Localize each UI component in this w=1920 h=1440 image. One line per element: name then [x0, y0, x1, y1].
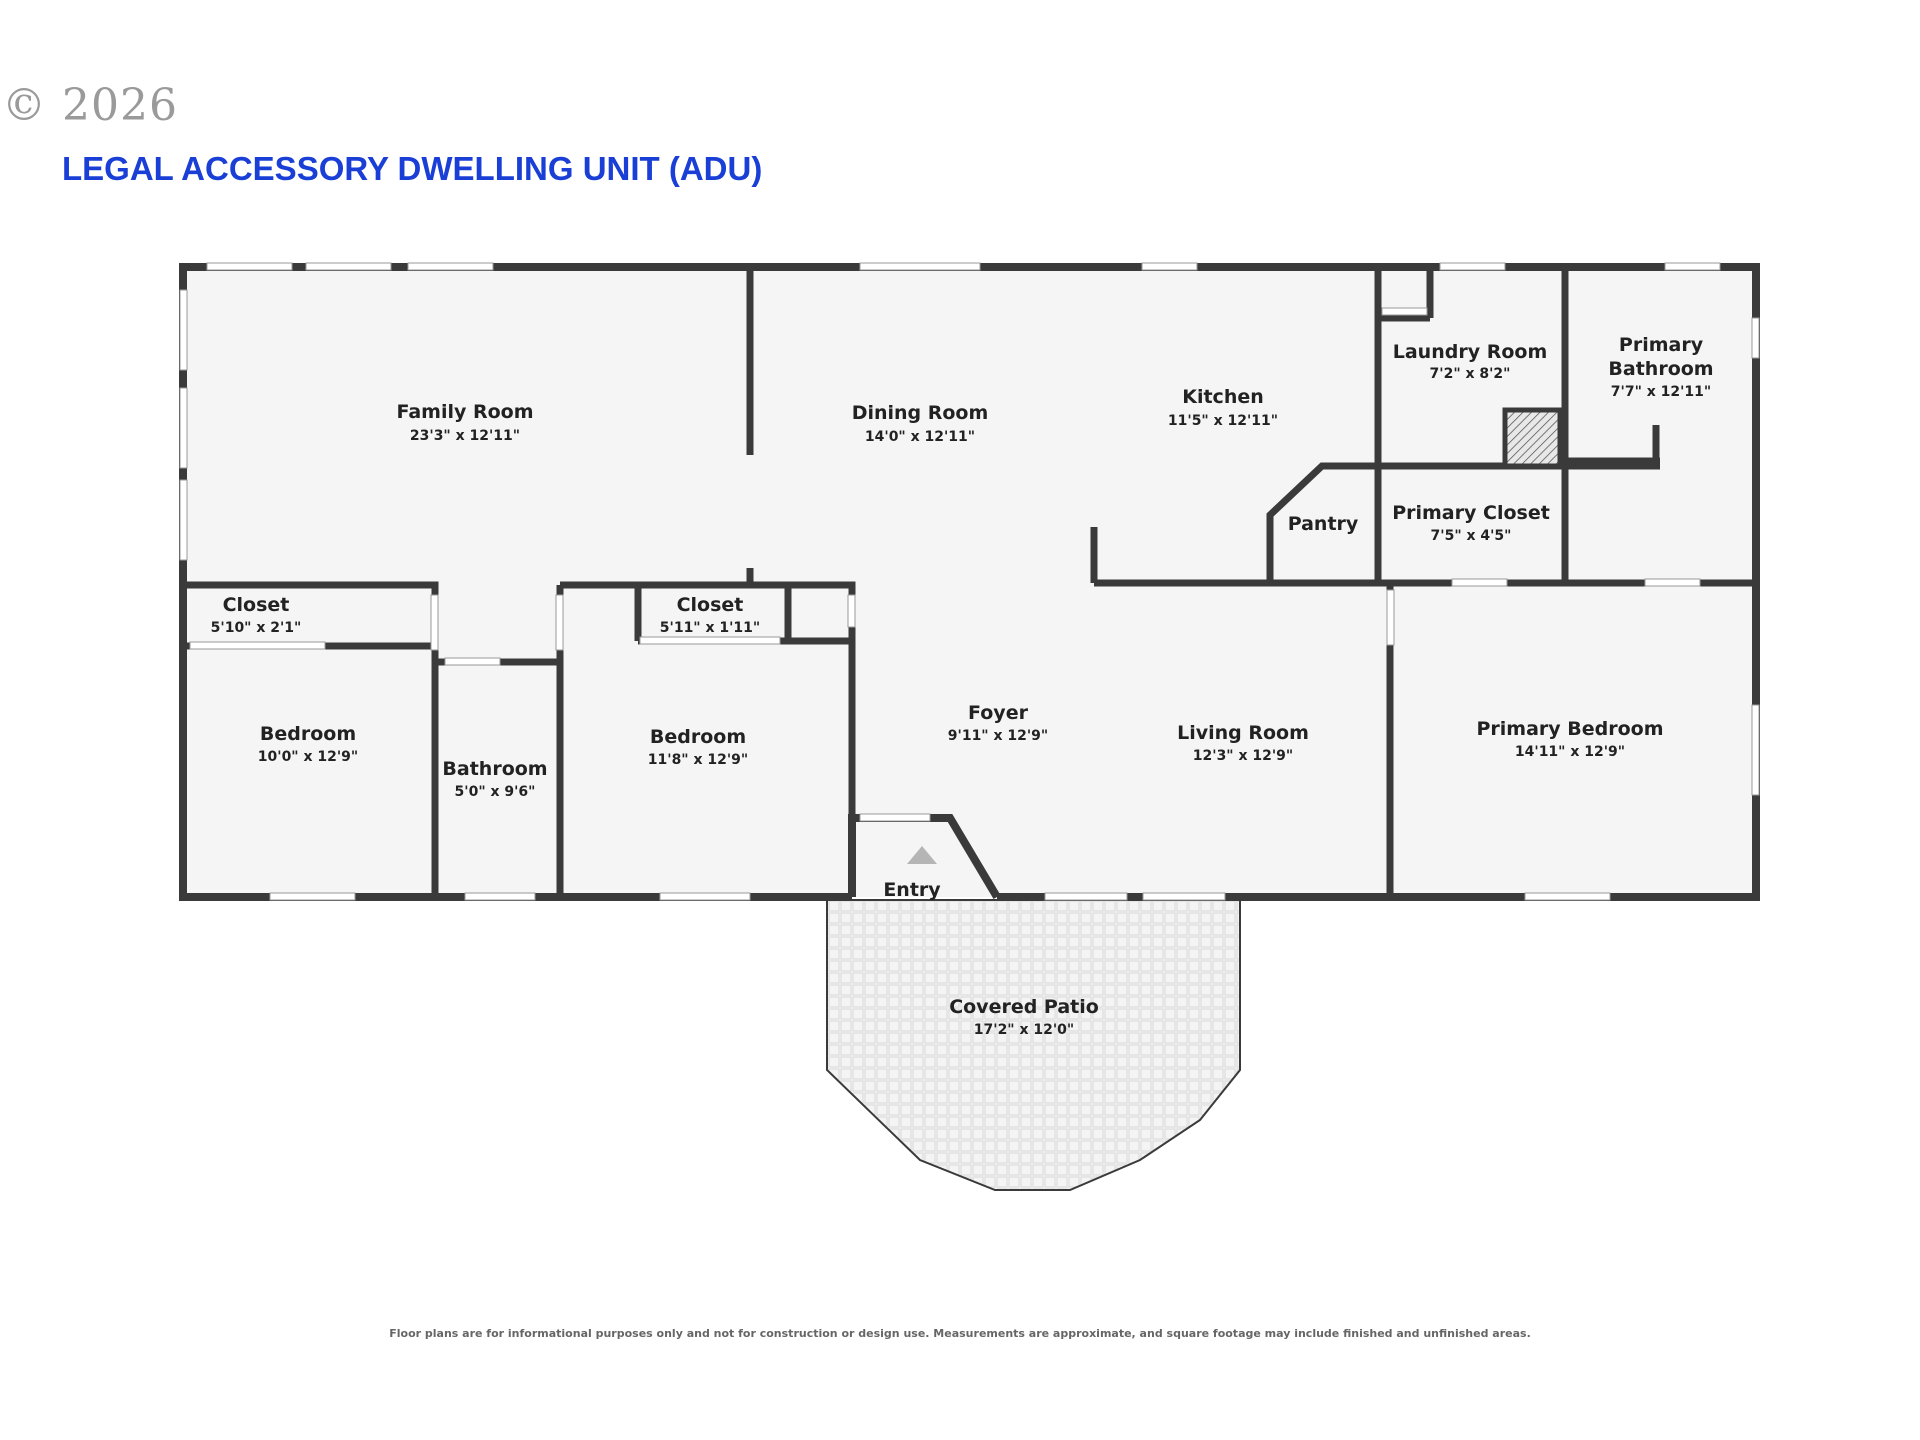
living-room-dims: 12'3" x 12'9" — [1193, 748, 1293, 764]
bathroom-dims: 5'0" x 9'6" — [455, 784, 536, 800]
bathroom-label: Bathroom — [442, 758, 547, 780]
windows — [179, 262, 1760, 901]
bedroom-mid-dims: 11'8" x 12'9" — [648, 752, 748, 768]
primary-closet-label: Primary Closet — [1392, 502, 1550, 524]
disclaimer-text: Floor plans are for informational purpos… — [389, 1327, 1531, 1340]
bedroom-mid-label: Bedroom — [650, 726, 746, 748]
bedroom-left-dims: 10'0" x 12'9" — [258, 749, 358, 765]
primary-bedroom-dims: 14'11" x 12'9" — [1515, 744, 1625, 760]
primary-bathroom-label-line1: Primary — [1619, 334, 1704, 356]
entry-arrow-icon — [907, 846, 937, 864]
covered-patio-dims: 17'2" x 12'0" — [974, 1022, 1074, 1038]
foyer-label: Foyer — [968, 702, 1029, 724]
laundry-room-label: Laundry Room — [1393, 341, 1548, 363]
page-title: LEGAL ACCESSORY DWELLING UNIT (ADU) — [62, 150, 763, 187]
closet-left-label: Closet — [223, 594, 290, 616]
family-room-dims: 23'3" x 12'11" — [410, 428, 520, 444]
primary-bathroom-dims: 7'7" x 12'11" — [1611, 384, 1711, 400]
dining-room-dims: 14'0" x 12'11" — [865, 429, 975, 445]
family-room-label: Family Room — [396, 401, 533, 423]
primary-closet-dims: 7'5" x 4'5" — [1431, 528, 1512, 544]
pantry-label: Pantry — [1288, 513, 1359, 535]
kitchen-dims: 11'5" x 12'11" — [1168, 413, 1278, 429]
dining-room-label: Dining Room — [852, 402, 989, 424]
interior-walls — [183, 267, 1760, 897]
closet-mid-dims: 5'11" x 1'11" — [660, 620, 760, 636]
closet-mid-label: Closet — [677, 594, 744, 616]
living-room-label: Living Room — [1177, 722, 1309, 744]
primary-bathroom-label-line2: Bathroom — [1608, 358, 1713, 380]
covered-patio-floor — [826, 899, 1241, 1191]
laundry-room-dims: 7'2" x 8'2" — [1430, 366, 1511, 382]
bedroom-left-label: Bedroom — [260, 723, 356, 745]
primary-bedroom-label: Primary Bedroom — [1476, 718, 1663, 740]
copyright-mark: © 2026 — [2, 80, 178, 131]
entry-label: Entry — [883, 879, 941, 901]
kitchen-label: Kitchen — [1182, 386, 1264, 408]
foyer-dims: 9'11" x 12'9" — [948, 728, 1048, 744]
closet-left-dims: 5'10" x 2'1" — [211, 620, 302, 636]
covered-patio-label: Covered Patio — [949, 996, 1099, 1018]
